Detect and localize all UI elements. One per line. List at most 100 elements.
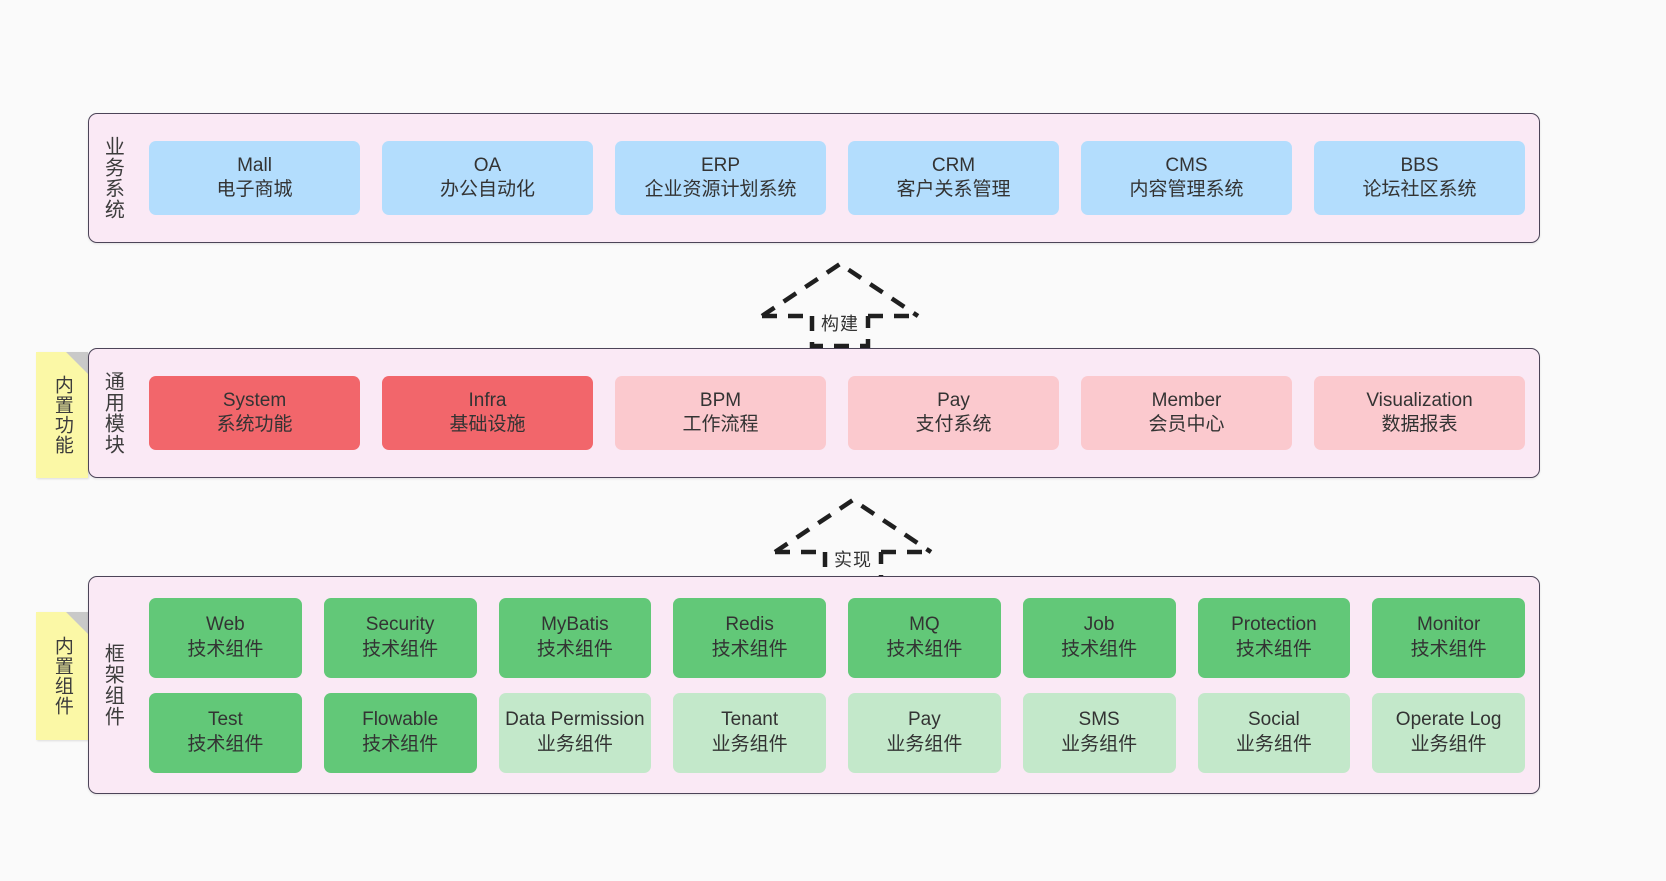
card-title-cn: 支付系统 [915, 414, 992, 435]
card-title-cn: 业务组件 [711, 733, 788, 755]
card-title-cn: 技术组件 [187, 638, 264, 660]
dashed-generalization-arrow-icon [773, 497, 933, 585]
card-title-en: Test [207, 709, 243, 731]
sticky-note-builtin-feature: 内置功能 [36, 352, 88, 478]
card-title-en: Protection [1231, 614, 1317, 636]
card-title-en: Data Permission [505, 709, 645, 731]
card-title-cn: 技术组件 [362, 733, 439, 755]
layer-framework-component: 框架组件 Web 技术组件 Security 技术组件 MyBatis 技术组件… [88, 576, 1540, 794]
layer-common-module: 通用模块 System 系统功能 Infra 基础设施 BPM 工作流程 Pay… [88, 348, 1540, 478]
layer-title-business-system: 业务系统 [101, 136, 124, 220]
card-monitor[interactable]: Monitor 技术组件 [1372, 597, 1525, 678]
card-job[interactable]: Job 技术组件 [1022, 597, 1176, 678]
arrow-realize: 实现 [770, 494, 936, 586]
card-title-en: Job [1083, 614, 1115, 636]
card-title-cn: 技术组件 [1410, 638, 1487, 660]
card-title-en: Visualization [1366, 389, 1473, 411]
card-title-cn: 技术组件 [886, 638, 963, 660]
card-title-cn: 论坛社区系统 [1362, 179, 1477, 200]
card-data-permission[interactable]: Data Permission 业务组件 [498, 692, 652, 773]
card-title-cn: 内容管理系统 [1129, 179, 1244, 200]
card-cms[interactable]: CMS 内容管理系统 [1081, 141, 1292, 215]
card-title-en: Pay [937, 389, 970, 411]
card-redis[interactable]: Redis 技术组件 [673, 597, 826, 678]
card-title-cn: 办公自动化 [439, 179, 535, 200]
card-operate-log[interactable]: Operate Log 业务组件 [1372, 692, 1525, 773]
card-web[interactable]: Web 技术组件 [149, 597, 302, 678]
arrow-build: 构建 [757, 258, 923, 350]
card-visualization[interactable]: Visualization 数据报表 [1314, 376, 1525, 450]
card-title-en: Social [1248, 709, 1300, 731]
card-bpm[interactable]: BPM 工作流程 [615, 376, 826, 450]
card-title-en: Mall [237, 154, 272, 176]
layer-body-framework-component: Web 技术组件 Security 技术组件 MyBatis 技术组件 Redi… [135, 577, 1539, 793]
card-title-en: Tenant [721, 709, 779, 731]
card-title-cn: 电子商城 [216, 179, 293, 200]
row-business-systems: Mall 电子商城 OA 办公自动化 ERP 企业资源计划系统 CRM 客户关系… [149, 141, 1525, 215]
card-title-cn: 客户关系管理 [896, 179, 1011, 200]
card-title-en: MQ [909, 614, 940, 636]
card-title-en: System [222, 389, 287, 411]
card-title-en: Member [1151, 389, 1222, 411]
card-system[interactable]: System 系统功能 [149, 376, 360, 450]
card-pay-component[interactable]: Pay 业务组件 [848, 692, 1001, 773]
card-title-cn: 技术组件 [1061, 638, 1138, 660]
card-infra[interactable]: Infra 基础设施 [382, 376, 593, 450]
card-title-cn: 技术组件 [711, 638, 788, 660]
card-title-en: SMS [1078, 709, 1120, 731]
card-security[interactable]: Security 技术组件 [323, 597, 477, 678]
card-mq[interactable]: MQ 技术组件 [848, 597, 1001, 678]
card-flowable[interactable]: Flowable 技术组件 [323, 692, 477, 773]
card-sms[interactable]: SMS 业务组件 [1022, 692, 1176, 773]
layer-body-business-system: Mall 电子商城 OA 办公自动化 ERP 企业资源计划系统 CRM 客户关系… [135, 114, 1539, 242]
card-title-en: ERP [700, 154, 741, 176]
card-title-en: BPM [699, 389, 742, 411]
card-title-cn: 系统功能 [216, 414, 293, 435]
row-common-modules: System 系统功能 Infra 基础设施 BPM 工作流程 Pay 支付系统… [149, 376, 1525, 450]
card-title-cn: 技术组件 [187, 733, 264, 755]
row-business-components: Test 技术组件 Flowable 技术组件 Data Permission … [149, 692, 1525, 773]
layer-body-common-module: System 系统功能 Infra 基础设施 BPM 工作流程 Pay 支付系统… [135, 349, 1539, 477]
arrow-label-realize: 实现 [834, 550, 872, 570]
sticky-note-builtin-component: 内置组件 [36, 612, 88, 740]
card-crm[interactable]: CRM 客户关系管理 [848, 141, 1059, 215]
layer-title-framework-component: 框架组件 [101, 643, 124, 727]
card-title-en: BBS [1400, 154, 1439, 176]
card-title-cn: 业务组件 [1410, 733, 1487, 755]
card-title-en: CRM [931, 154, 976, 176]
card-title-cn: 工作流程 [682, 414, 759, 435]
card-title-cn: 业务组件 [1061, 733, 1138, 755]
card-pay[interactable]: Pay 支付系统 [848, 376, 1059, 450]
card-tenant[interactable]: Tenant 业务组件 [673, 692, 826, 773]
card-title-en: Flowable [362, 709, 439, 731]
card-title-cn: 业务组件 [536, 733, 613, 755]
card-title-en: Web [206, 614, 245, 636]
card-title-cn: 技术组件 [1235, 638, 1312, 660]
card-social[interactable]: Social 业务组件 [1197, 692, 1351, 773]
layer-business-system: 业务系统 Mall 电子商城 OA 办公自动化 ERP 企业资源计划系统 CRM… [88, 113, 1540, 243]
card-title-en: Operate Log [1395, 709, 1502, 731]
layer-title-common-module: 通用模块 [101, 371, 124, 455]
arrow-label-build: 构建 [821, 314, 859, 334]
card-title-cn: 会员中心 [1148, 414, 1225, 435]
card-title-en: Pay [908, 709, 941, 731]
card-mall[interactable]: Mall 电子商城 [149, 141, 360, 215]
dashed-generalization-arrow-icon [760, 261, 920, 349]
card-mybatis[interactable]: MyBatis 技术组件 [498, 597, 652, 678]
card-title-cn: 技术组件 [362, 638, 439, 660]
card-member[interactable]: Member 会员中心 [1081, 376, 1292, 450]
card-title-cn: 业务组件 [886, 733, 963, 755]
card-title-cn: 技术组件 [536, 638, 613, 660]
card-title-en: Infra [468, 389, 507, 411]
card-oa[interactable]: OA 办公自动化 [382, 141, 593, 215]
card-title-cn: 数据报表 [1381, 414, 1458, 435]
card-title-en: OA [473, 154, 502, 176]
card-bbs[interactable]: BBS 论坛社区系统 [1314, 141, 1525, 215]
card-title-cn: 企业资源计划系统 [644, 179, 797, 200]
card-title-en: Redis [725, 614, 774, 636]
row-technical-components: Web 技术组件 Security 技术组件 MyBatis 技术组件 Redi… [149, 597, 1525, 678]
card-title-cn: 业务组件 [1235, 733, 1312, 755]
card-test[interactable]: Test 技术组件 [149, 692, 302, 773]
card-protection[interactable]: Protection 技术组件 [1197, 597, 1351, 678]
card-erp[interactable]: ERP 企业资源计划系统 [615, 141, 826, 215]
